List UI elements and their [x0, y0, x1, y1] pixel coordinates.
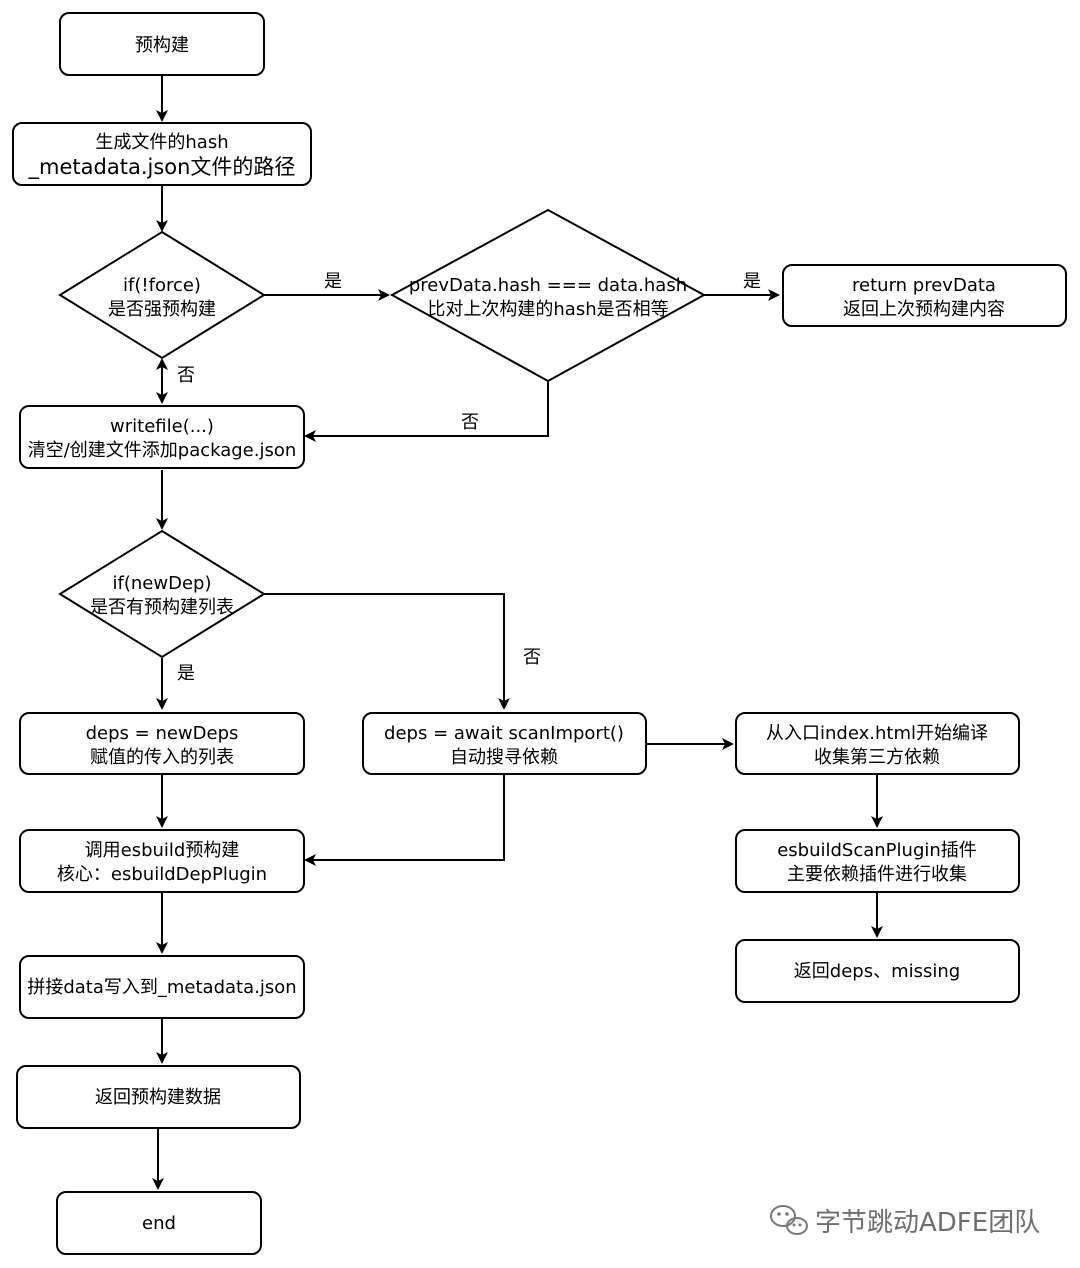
- node-scan-plugin: esbuildScanPlugin插件 主要依赖插件进行收集: [735, 829, 1020, 893]
- node-writefile: writefile(...) 清空/创建文件添加package.json: [19, 405, 305, 469]
- node-if-newdep-line-1: if(newDep): [113, 573, 212, 594]
- node-scan-plugin-line-1: esbuildScanPlugin插件: [777, 840, 977, 861]
- node-from-entry: 从入口index.html开始编译 收集第三方依赖: [735, 712, 1020, 775]
- node-prebuild: 预构建: [59, 12, 265, 76]
- label-hash-yes: 是: [743, 271, 761, 292]
- watermark: 字节跳动ADFE团队: [770, 1205, 1040, 1238]
- node-prebuild-line-1: 预构建: [135, 35, 189, 56]
- label-newdep-yes: 是: [177, 663, 195, 684]
- label-force-yes: 是: [324, 271, 342, 292]
- node-prev-hash: prevData.hash === data.hash 比对上次构建的hash是…: [389, 208, 707, 383]
- node-call-esbuild-line-2: 核心：esbuildDepPlugin: [57, 864, 267, 885]
- node-write-meta-line-1: 拼接data写入到_metadata.json: [27, 977, 296, 998]
- node-prev-hash-line-1: prevData.hash === data.hash: [409, 275, 687, 296]
- node-call-esbuild: 调用esbuild预构建 核心：esbuildDepPlugin: [19, 829, 305, 893]
- node-gen-hash-line-2: _metadata.json文件的路径: [28, 155, 296, 180]
- node-from-entry-line-1: 从入口index.html开始编译: [766, 723, 988, 744]
- node-return-data: 返回预构建数据: [16, 1065, 301, 1129]
- node-call-esbuild-line-1: 调用esbuild预构建: [85, 840, 240, 861]
- node-scan-plugin-line-2: 主要依赖插件进行收集: [787, 864, 967, 885]
- edges: [152, 76, 883, 1190]
- nodes: 预构建 生成文件的hash _metadata.json文件的路径 if(!fo…: [12, 12, 1067, 1255]
- node-writefile-line-2: 清空/创建文件添加package.json: [28, 440, 297, 461]
- node-end-line-1: end: [142, 1213, 176, 1234]
- node-if-force-line-2: 是否强预构建: [108, 299, 216, 320]
- node-if-newdep: if(newDep) 是否有预构建列表: [58, 529, 266, 659]
- node-deps-new: deps = newDeps 赋值的传入的列表: [19, 712, 305, 775]
- node-end: end: [56, 1191, 262, 1255]
- node-if-newdep-line-2: 是否有预构建列表: [90, 597, 234, 618]
- node-gen-hash-line-1: 生成文件的hash: [95, 132, 228, 153]
- node-deps-new-line-1: deps = newDeps: [86, 723, 239, 744]
- node-deps-new-line-2: 赋值的传入的列表: [90, 747, 234, 768]
- node-deps-scan-line-2: 自动搜寻依赖: [450, 747, 558, 768]
- node-deps-scan: deps = await scanImport() 自动搜寻依赖: [362, 712, 647, 775]
- edge-hash-no-to-writefile: [304, 382, 549, 442]
- node-return-prev-line-1: return prevData: [852, 275, 996, 296]
- node-return-missing: 返回deps、missing: [735, 939, 1020, 1003]
- label-force-no: 否: [177, 365, 195, 386]
- node-writefile-line-1: writefile(...): [110, 416, 214, 437]
- node-gen-hash: 生成文件的hash _metadata.json文件的路径: [12, 122, 312, 186]
- node-return-prev-line-2: 返回上次预构建内容: [843, 299, 1005, 320]
- edge-newdep-no-to-scan: [264, 593, 510, 710]
- label-newdep-no: 否: [523, 647, 541, 668]
- wechat-icon: [770, 1205, 808, 1235]
- label-hash-no: 否: [461, 412, 479, 433]
- node-deps-scan-line-1: deps = await scanImport(): [384, 723, 624, 744]
- watermark-text: 字节跳动ADFE团队: [815, 1208, 1040, 1238]
- node-prev-hash-line-2: 比对上次构建的hash是否相等: [427, 299, 668, 320]
- node-from-entry-line-2: 收集第三方依赖: [814, 747, 940, 768]
- node-write-meta: 拼接data写入到_metadata.json: [19, 955, 305, 1019]
- node-if-force-line-1: if(!force): [123, 275, 201, 296]
- edge-scan-to-esbuild: [304, 774, 505, 866]
- node-if-force: if(!force) 是否强预构建: [58, 230, 266, 360]
- node-return-prev: return prevData 返回上次预构建内容: [782, 264, 1067, 327]
- edge-labels: 是 否 是 否 是 否: [177, 271, 761, 684]
- node-return-data-line-1: 返回预构建数据: [95, 1087, 221, 1108]
- node-return-missing-line-1: 返回deps、missing: [794, 961, 960, 982]
